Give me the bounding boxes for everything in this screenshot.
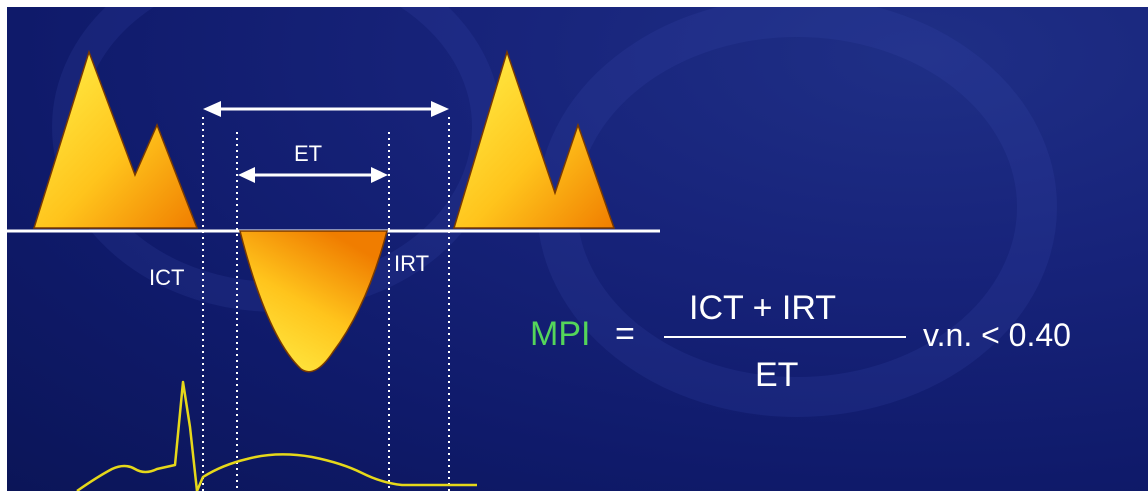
formula-numerator: ICT + IRT: [689, 289, 837, 327]
formula-equals: =: [615, 315, 635, 353]
formula-name: MPI: [530, 315, 591, 353]
interval-markers: [202, 117, 450, 491]
left-mitral-inflow-wave: [32, 49, 199, 229]
slide: ET ICT IRT MPI = ICT + IRT ET v.n. < 0.4…: [7, 7, 1148, 491]
mpi-formula: MPI = ICT + IRT ET v.n. < 0.40: [527, 285, 1147, 395]
doppler-diagram: [7, 7, 1057, 491]
et-arrow: [238, 167, 388, 183]
fraction-bar: [664, 336, 906, 338]
formula-denominator: ET: [755, 356, 799, 394]
right-mitral-inflow-wave: [452, 49, 616, 229]
irt-label: IRT: [394, 251, 430, 276]
ejection-wave: [239, 230, 388, 373]
total-interval-arrow: [203, 101, 449, 117]
et-label: ET: [294, 141, 323, 166]
ict-label: ICT: [149, 265, 185, 290]
ecg-trace: [76, 380, 477, 491]
normal-value: v.n. < 0.40: [923, 317, 1071, 353]
